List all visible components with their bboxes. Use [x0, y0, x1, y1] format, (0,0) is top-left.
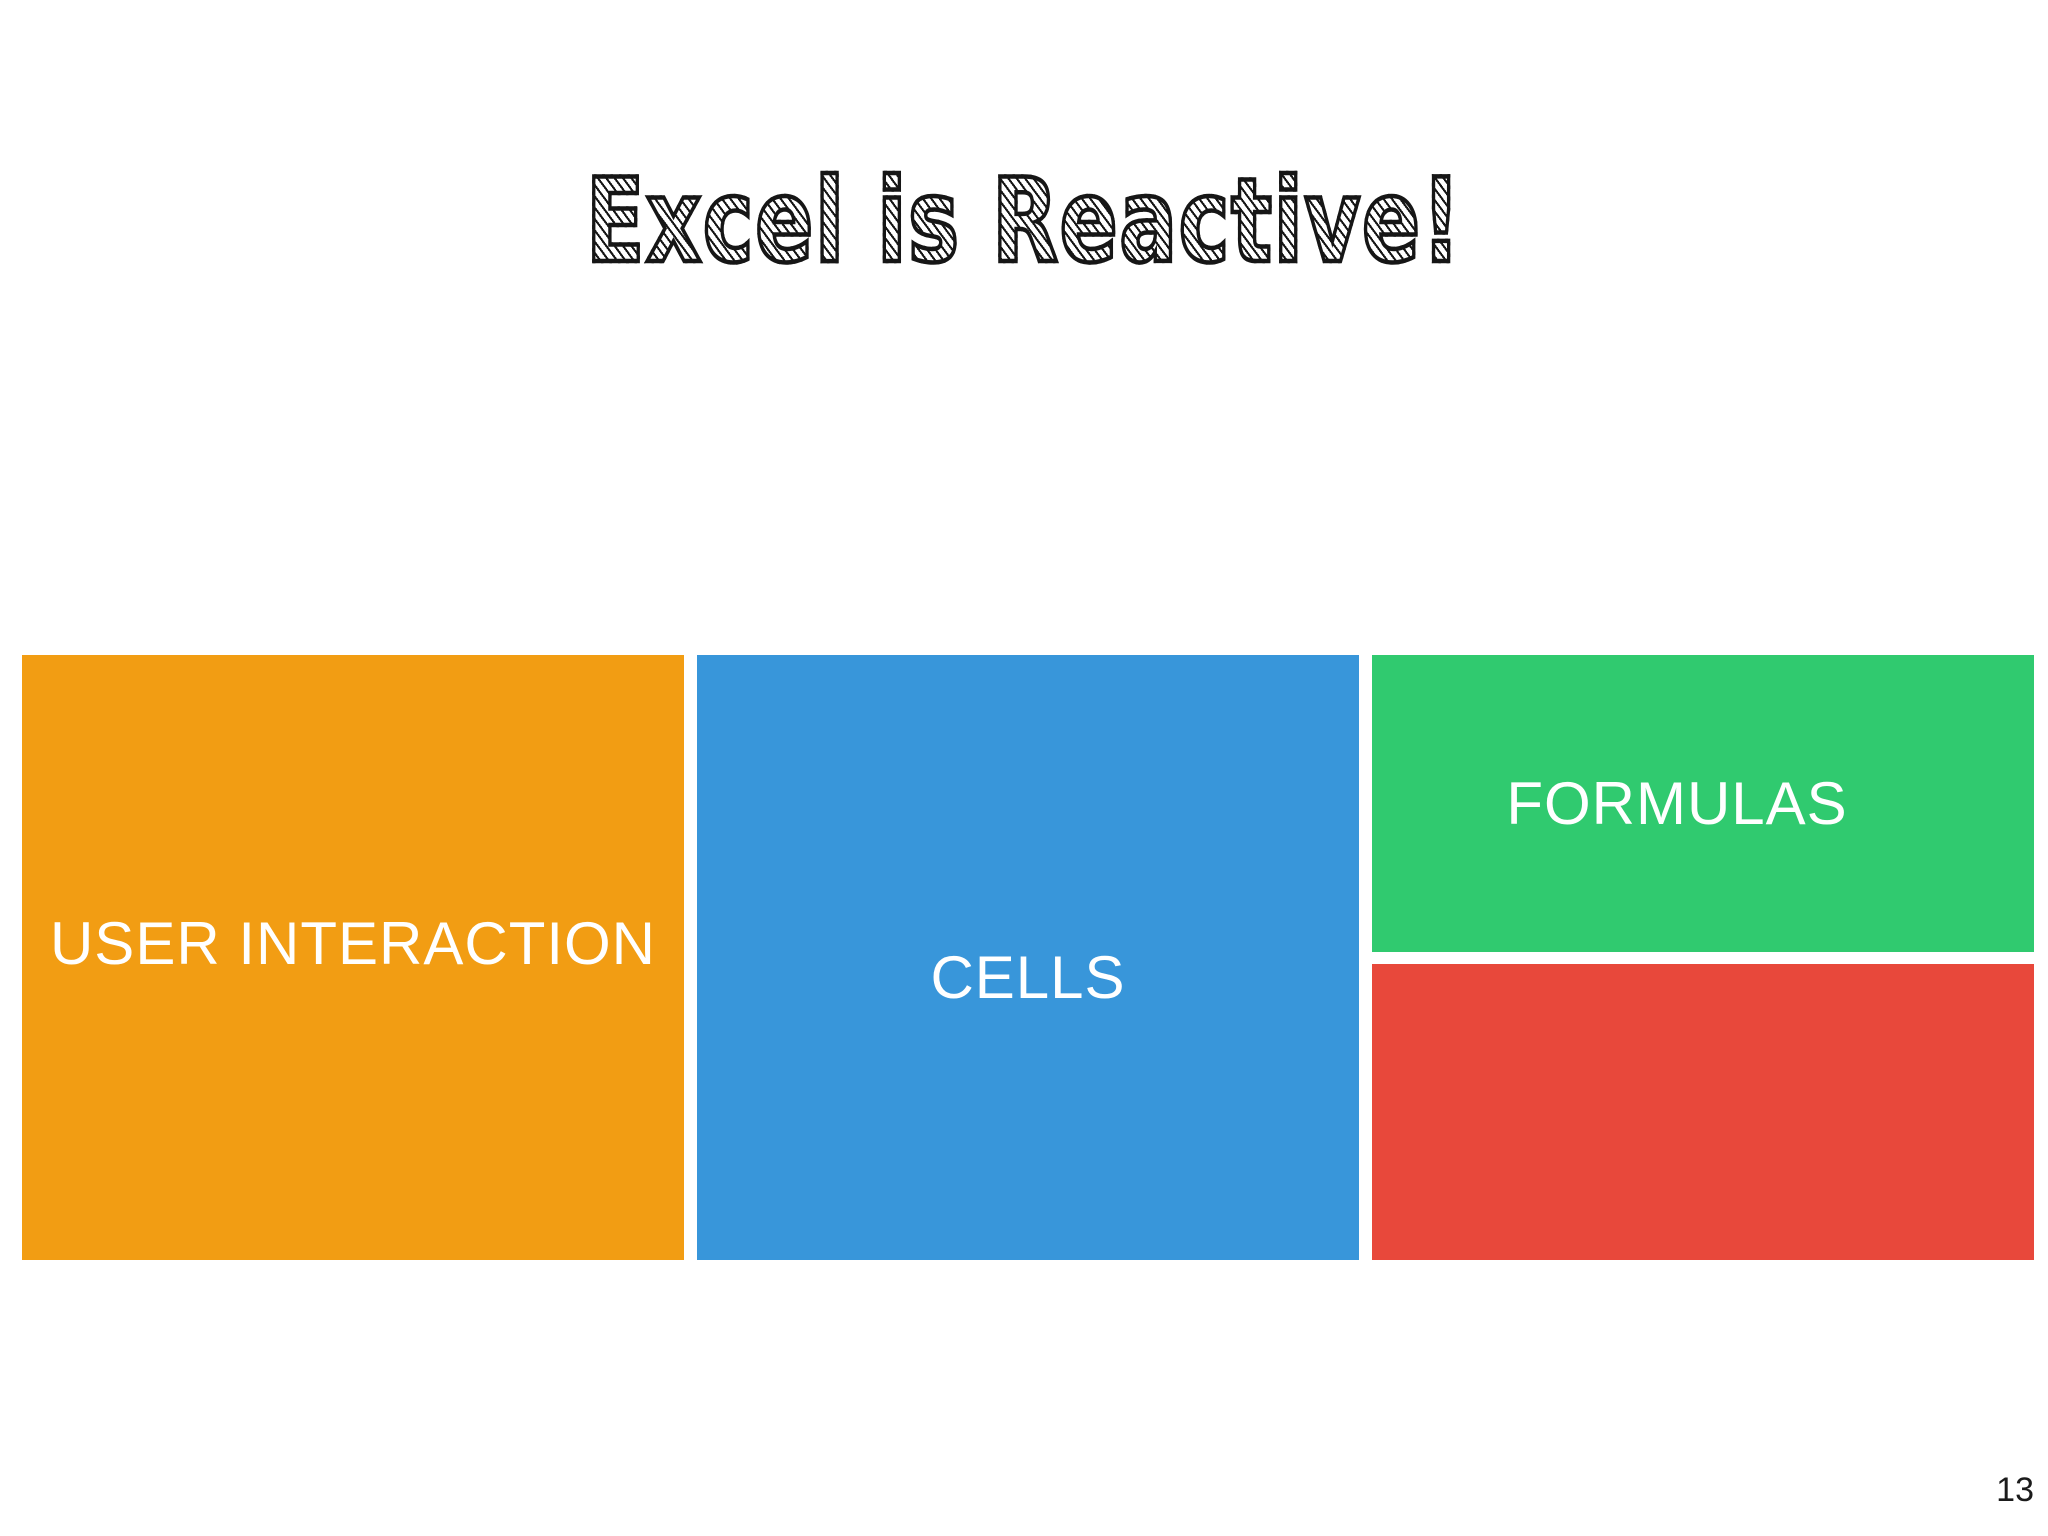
slide-title: Excel is Reactive!	[266, 156, 1782, 288]
block-formulas: FORMULAS	[1372, 655, 2034, 952]
block-red-empty	[1372, 964, 2034, 1260]
page-number: 13	[1996, 1471, 2034, 1509]
block-user-interaction-label: USER INTERACTION	[49, 910, 657, 977]
block-cells: CELLS	[697, 655, 1359, 1260]
block-formulas-label: FORMULAS	[1506, 770, 1848, 837]
block-user-interaction: USER INTERACTION	[22, 655, 684, 1260]
block-cells-label: CELLS	[930, 944, 1126, 1011]
